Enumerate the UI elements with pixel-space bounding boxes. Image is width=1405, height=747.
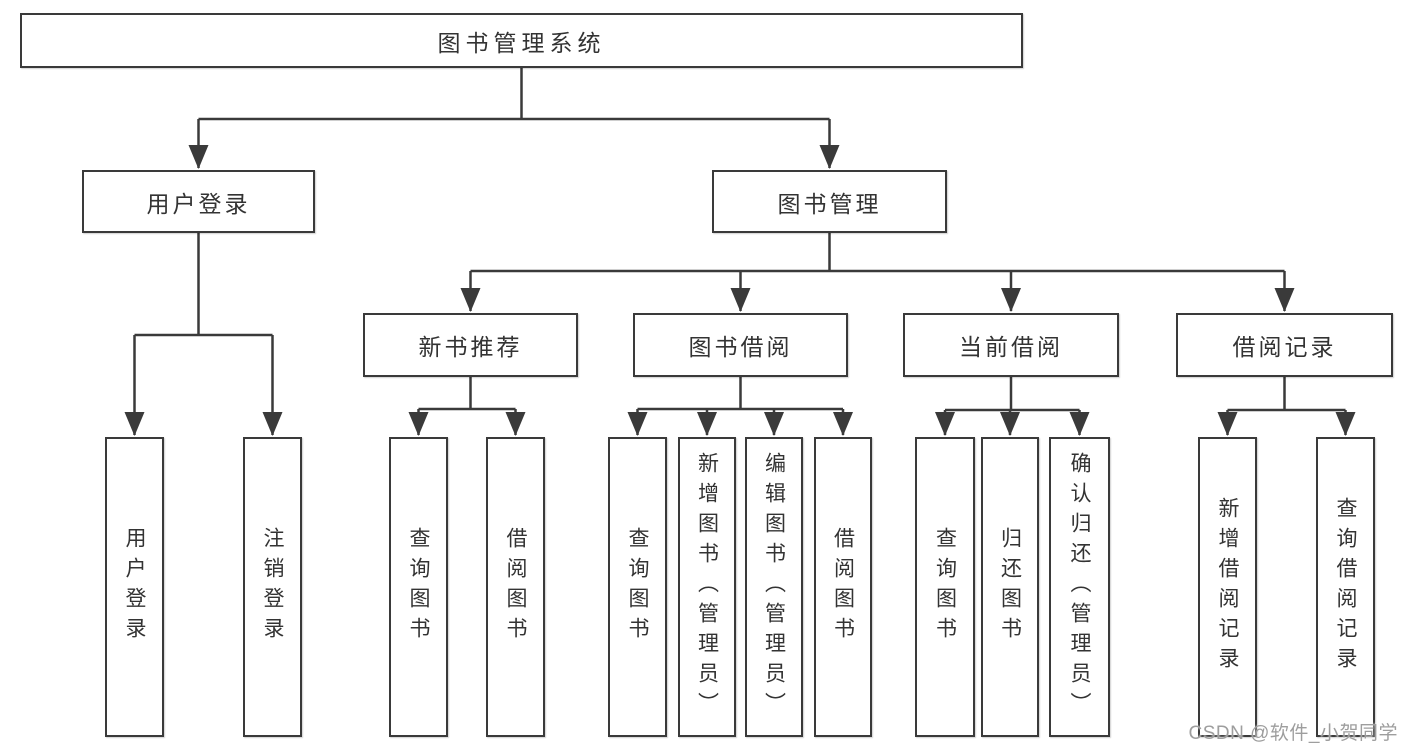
- leaf-records-query-record: 查询借阅记录: [1316, 437, 1375, 737]
- leaf-current-confirm-return-admin: 确认归还（管理员）: [1049, 437, 1110, 737]
- leaf-borrowing-query-book: 查询图书: [608, 437, 667, 737]
- csdn-watermark: CSDN @软件_小贺同学: [1188, 723, 1398, 744]
- node-borrowing-records: 借阅记录: [1176, 313, 1393, 377]
- leaf-borrowing-borrow-book: 借阅图书: [814, 437, 872, 737]
- leaf-current-query-book: 查询图书: [915, 437, 975, 737]
- connector-lines: [134, 68, 1346, 412]
- node-system: 图书管理系统: [20, 13, 1023, 68]
- node-book-management: 图书管理: [712, 170, 947, 233]
- leaf-records-add-record: 新增借阅记录: [1198, 437, 1257, 737]
- leaf-borrowing-add-book-admin: 新增图书（管理员）: [678, 437, 736, 737]
- node-user-login: 用户登录: [82, 170, 315, 233]
- leaf-logout-login: 注销登录: [243, 437, 302, 737]
- leaf-recommend-query-book: 查询图书: [389, 437, 448, 737]
- leaf-recommend-borrow-book: 借阅图书: [486, 437, 545, 737]
- node-book-borrowing: 图书借阅: [633, 313, 848, 377]
- leaf-borrowing-edit-book-admin: 编辑图书（管理员）: [745, 437, 803, 737]
- node-new-book-recommend: 新书推荐: [363, 313, 578, 377]
- leaf-current-return-book: 归还图书: [981, 437, 1039, 737]
- node-current-borrowing: 当前借阅: [903, 313, 1119, 377]
- leaf-user-login: 用户登录: [105, 437, 164, 737]
